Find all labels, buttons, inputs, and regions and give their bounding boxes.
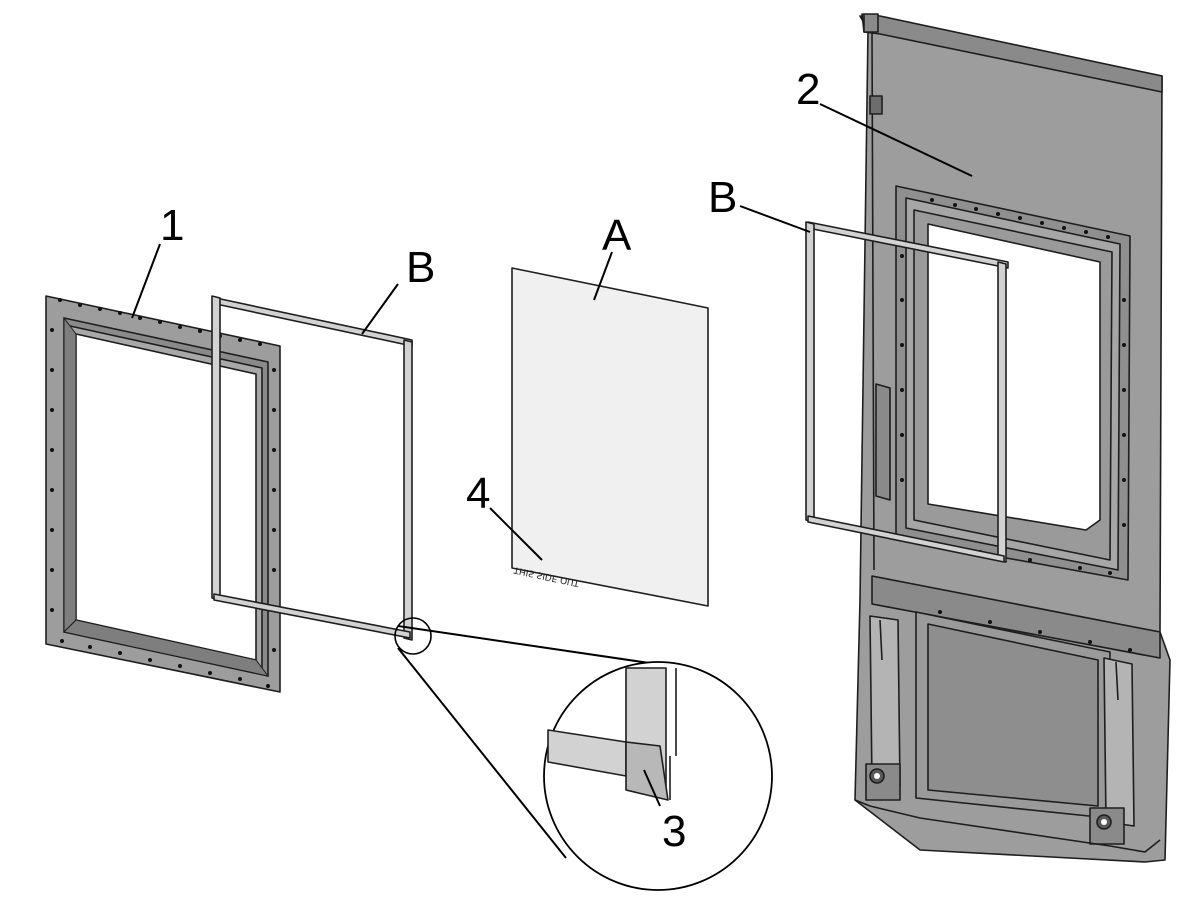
detail-source-circle <box>394 617 432 655</box>
glass-pane: THIS SIDE OUT <box>511 267 709 607</box>
callout-labels: 1 B A 4 2 B 3 <box>160 65 820 856</box>
callout-1: 1 <box>160 201 184 250</box>
callout-3: 3 <box>662 807 686 856</box>
callout-b-right: B <box>708 173 737 222</box>
leader-lines <box>131 103 973 807</box>
callout-b-left: B <box>406 243 435 292</box>
door-panel <box>854 13 1171 863</box>
callout-4: 4 <box>466 469 490 518</box>
outer-frame <box>45 295 281 693</box>
callout-a: A <box>602 211 632 260</box>
gasket-right <box>805 221 1009 563</box>
callout-2: 2 <box>796 65 820 114</box>
detail-magnifier <box>394 617 773 891</box>
